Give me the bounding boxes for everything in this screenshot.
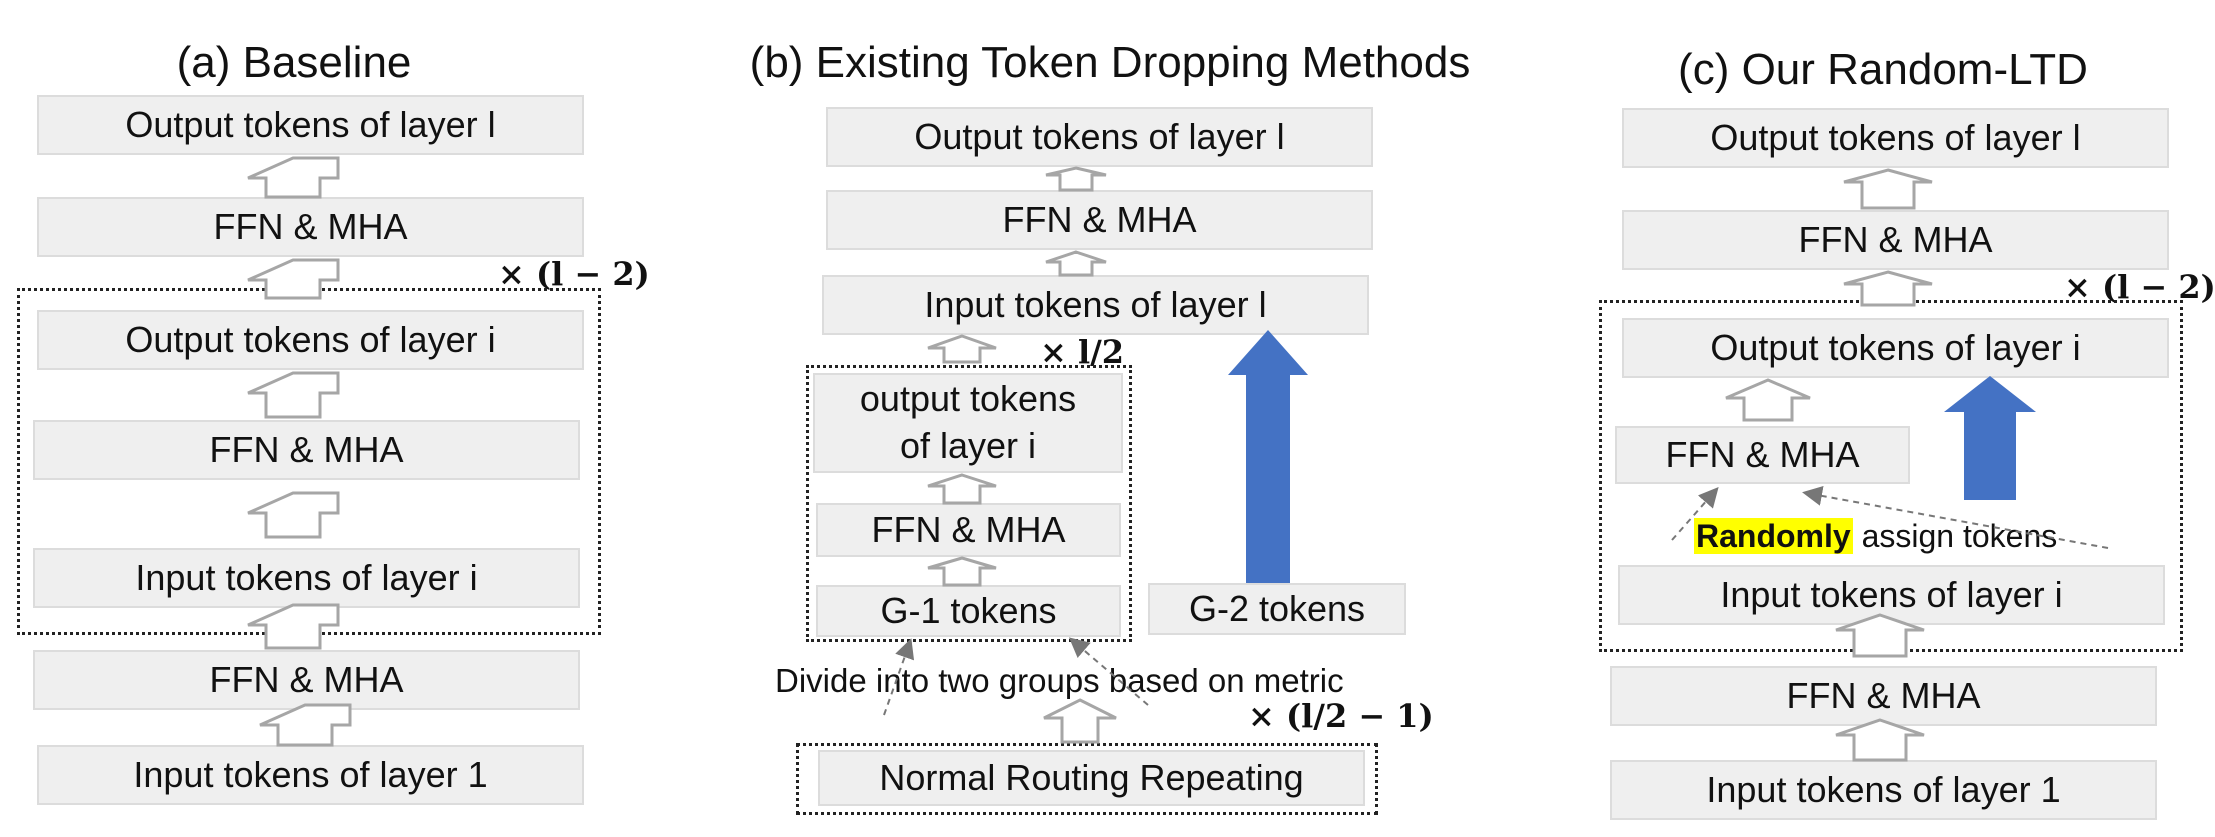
c-ffn-mid: FFN & MHA [1615, 426, 1910, 484]
c-random-assign-label: Randomly assign tokens [1694, 518, 2057, 555]
b-blue-arrow [1228, 330, 1308, 583]
c-ffn-top: FFN & MHA [1622, 210, 2169, 270]
b-arrow-1 [1045, 166, 1107, 192]
c-ffn-bottom: FFN & MHA [1610, 666, 2157, 726]
a-arrow-1 [247, 156, 340, 199]
a-multiplier: × (l − 2) [498, 255, 650, 293]
b-multiplier-top: × l/2 [1040, 333, 1125, 371]
a-arrow-6 [259, 703, 352, 747]
c-randomly-highlight: Randomly [1694, 518, 1853, 554]
b-ffn-mid: FFN & MHA [816, 503, 1121, 557]
c-input-layer-1: Input tokens of layer 1 [1610, 760, 2157, 820]
b-output-layer-i: output tokens of layer i [813, 373, 1123, 473]
b-output-layer-i-line1: output tokens [859, 378, 1077, 420]
c-assign-tokens: assign tokens [1852, 518, 2058, 554]
b-arrow-3 [927, 334, 997, 364]
c-multiplier: × (l − 2) [2064, 268, 2215, 306]
a-ffn-mid: FFN & MHA [33, 420, 580, 480]
b-g2-tokens: G-2 tokens [1148, 583, 1406, 635]
c-output-layer-l: Output tokens of layer l [1622, 108, 2169, 168]
b-divide-label: Divide into two groups based on metric [775, 662, 1344, 699]
c-input-layer-i: Input tokens of layer i [1618, 565, 2165, 625]
c-output-layer-i: Output tokens of layer i [1622, 318, 2169, 378]
c-arrow-5 [1835, 718, 1925, 762]
panel-b-title: (b) Existing Token Dropping Methods [749, 38, 1471, 87]
b-arrow-6 [1043, 698, 1117, 744]
b-normal-region [796, 743, 1378, 815]
b-input-layer-l: Input tokens of layer l [822, 275, 1369, 335]
a-output-layer-l: Output tokens of layer l [37, 95, 584, 155]
a-output-layer-i: Output tokens of layer i [37, 310, 584, 370]
b-normal-routing: Normal Routing Repeating [818, 750, 1365, 806]
b-ffn-top: FFN & MHA [826, 190, 1373, 250]
b-output-layer-i-line2: of layer i [899, 425, 1037, 466]
a-ffn-top: FFN & MHA [37, 197, 584, 257]
b-g1-tokens: G-1 tokens [816, 585, 1121, 637]
a-input-layer-1: Input tokens of layer 1 [37, 745, 584, 805]
panel-c-title: (c) Our Random-LTD [1678, 45, 2088, 94]
b-output-layer-l: Output tokens of layer l [826, 107, 1373, 167]
a-ffn-bottom: FFN & MHA [33, 650, 580, 710]
c-arrow-1 [1843, 168, 1933, 210]
b-repeat-region [806, 365, 1132, 642]
panel-a-title: (a) Baseline [176, 38, 412, 87]
a-input-layer-i: Input tokens of layer i [33, 548, 580, 608]
b-multiplier-bottom: × (l/2 − 1) [1248, 697, 1434, 735]
b-arrow-2 [1045, 250, 1107, 277]
